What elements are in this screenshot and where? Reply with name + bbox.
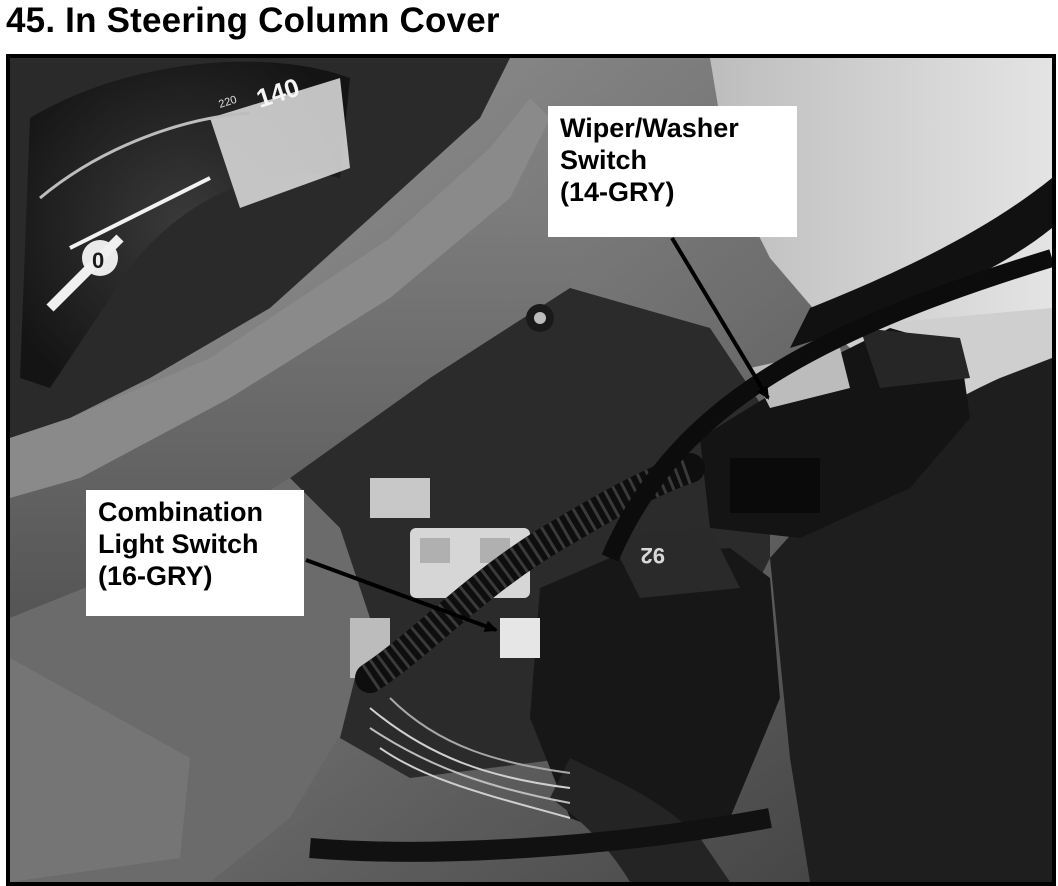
- gauge-label-220: 220: [217, 94, 238, 111]
- callout-wiper-line-2: Switch: [560, 145, 648, 175]
- connector-marking-text: 92: [641, 543, 665, 568]
- callout-wiper-washer-switch: Wiper/Washer Switch (14-GRY): [548, 106, 797, 237]
- page-title: 45. In Steering Column Cover: [6, 1, 500, 40]
- photo-illustration: 92 140 220 0: [10, 58, 1052, 882]
- callout-combination-light-switch: Combination Light Switch (16-GRY): [86, 490, 304, 616]
- callout-combination-line-1: Combination: [98, 497, 263, 527]
- callout-combination-line-2: Light Switch: [98, 529, 259, 559]
- photo-steering-column: 92 140 220 0: [6, 54, 1056, 886]
- callout-wiper-line-1: Wiper/Washer: [560, 113, 739, 143]
- callout-combination-line-3: (16-GRY): [98, 561, 213, 591]
- callout-wiper-line-3: (14-GRY): [560, 177, 675, 207]
- gauge-label-zero: 0: [92, 248, 104, 273]
